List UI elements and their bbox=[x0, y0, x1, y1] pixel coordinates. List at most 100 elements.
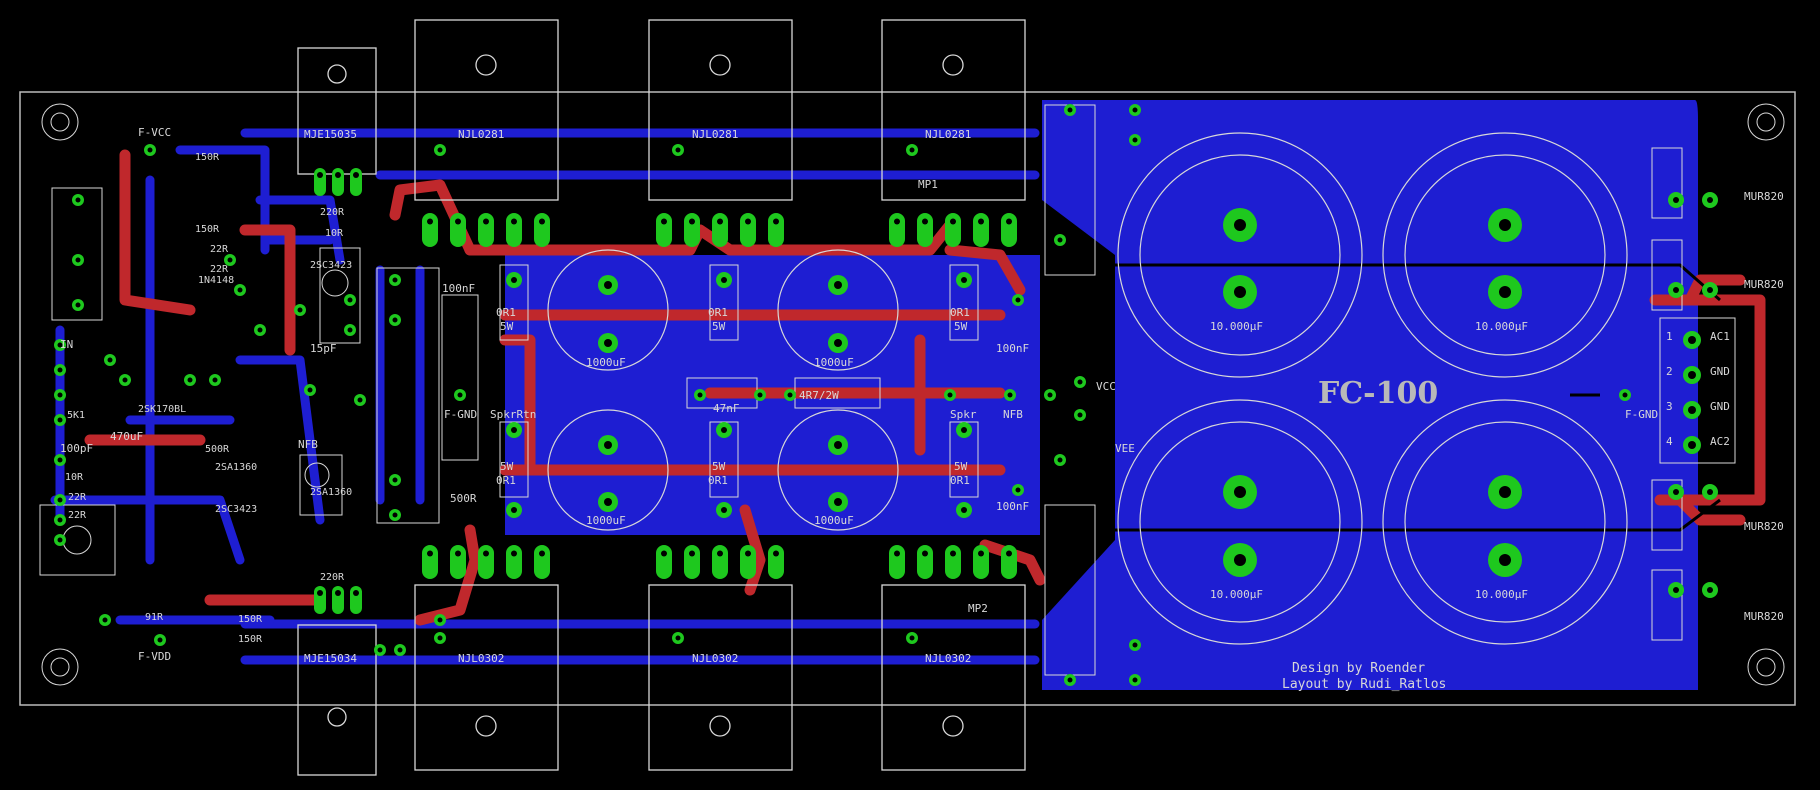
bottom-q2-label: NJL0302 bbox=[692, 652, 738, 665]
top-q2-pin-5-drill-hole bbox=[773, 218, 779, 225]
credit-layout: Layout by Rudi_Ratlos bbox=[1282, 677, 1446, 692]
small-pad-29-hole bbox=[392, 512, 398, 518]
conn-num-1: 1 bbox=[1666, 330, 1673, 343]
top-q3-pin-4-drill-hole bbox=[978, 218, 984, 225]
top-q2-pin-1 bbox=[656, 213, 672, 247]
small-pad-11-hole bbox=[57, 497, 63, 503]
top-q1-label: NJL0281 bbox=[458, 128, 504, 141]
r5k: 5K1 bbox=[67, 410, 85, 421]
small-pad-9-hole bbox=[57, 417, 63, 423]
bottom-q2-pin-3-drill-hole bbox=[717, 550, 723, 557]
small-pad-14-hole bbox=[107, 357, 113, 363]
filter-cap4-label: 10.000µF bbox=[1475, 588, 1528, 601]
small-pad-5-hole bbox=[102, 617, 108, 623]
conn-pad-1-hole bbox=[1688, 371, 1696, 379]
filter-cap-pad-1-hole bbox=[1234, 286, 1246, 298]
top-q1-pin-2 bbox=[450, 213, 466, 247]
small-pad-30-hole bbox=[377, 647, 383, 653]
label-vee-mid: VEE bbox=[1115, 442, 1135, 455]
label-vcc-mid: VCC bbox=[1096, 380, 1116, 393]
emitter-r4-value: 0R1 bbox=[496, 474, 516, 487]
rect-pad-1676-2-hole bbox=[1673, 489, 1679, 495]
bottom-q1-pin-1-drill-hole bbox=[427, 550, 433, 557]
out-cap1-label: 1000uF bbox=[586, 356, 626, 369]
out-cap3-label: 1000uF bbox=[586, 514, 626, 527]
label-100nf-a: 100nF bbox=[996, 342, 1029, 355]
bottom-q2-pin-5 bbox=[768, 545, 784, 579]
emitter-r5-value: 0R1 bbox=[708, 474, 728, 487]
r10a: 10R bbox=[325, 228, 344, 239]
top-q2-pin-2-drill-hole bbox=[689, 218, 695, 225]
small-pad-55-hole bbox=[909, 147, 915, 153]
label-470u: 470uF bbox=[110, 430, 143, 443]
small-pad-42-hole bbox=[1057, 457, 1063, 463]
emitter-r1-power: 5W bbox=[500, 320, 514, 333]
bottom-q1-pin-2-drill-hole bbox=[455, 550, 461, 557]
label-nfb: NFB bbox=[1003, 408, 1023, 421]
bottom-q3-pin-2 bbox=[917, 545, 933, 579]
top-q1-pin-2-drill-hole bbox=[455, 218, 461, 225]
bottom-q3-pin-5-drill-hole bbox=[1006, 550, 1012, 557]
rect-pad-1710-0-hole bbox=[1707, 197, 1713, 203]
top-q1-pin-3 bbox=[478, 213, 494, 247]
small-pad-10-hole bbox=[57, 457, 63, 463]
small-pad-48-hole bbox=[1047, 392, 1053, 398]
label-spkrrtn: SpkrRtn bbox=[490, 408, 536, 421]
emitter-pad-6-hole bbox=[511, 427, 517, 433]
top-q3-pin-3-drill-hole bbox=[950, 218, 956, 225]
rect2-label: MUR820 bbox=[1744, 278, 1784, 291]
label-in: IN bbox=[60, 338, 73, 351]
rect-pad-1676-3-hole bbox=[1673, 587, 1679, 593]
rect-pad-1710-3-hole bbox=[1707, 587, 1713, 593]
filter-cap-pad-3-hole bbox=[1499, 286, 1511, 298]
filter-cap-pad-2-hole bbox=[1499, 219, 1511, 231]
top-q3-label: NJL0281 bbox=[925, 128, 971, 141]
small-pad-57-hole bbox=[675, 635, 681, 641]
pads-layer bbox=[54, 104, 1718, 686]
r91: 91R bbox=[145, 612, 164, 623]
small-pad-41-hole bbox=[1057, 237, 1063, 243]
filter-cap1-label: 10.000µF bbox=[1210, 320, 1263, 333]
filter-cap3-label: 10.000µF bbox=[1210, 588, 1263, 601]
top-q3-pin-5 bbox=[1001, 213, 1017, 247]
small-pad-36-hole bbox=[787, 392, 793, 398]
small-pad-52-hole bbox=[1132, 642, 1138, 648]
output-cap-outlines bbox=[547, 249, 899, 531]
rect4-label: MUR820 bbox=[1744, 520, 1784, 533]
emitter-r2-value: 0R1 bbox=[708, 306, 728, 319]
rect5-label: MUR820 bbox=[1744, 610, 1784, 623]
emitter-r3-value: 0R1 bbox=[950, 306, 970, 319]
r220b: 220R bbox=[320, 572, 345, 583]
emitter-pad-0-hole bbox=[511, 277, 517, 283]
conn-pad-2-hole bbox=[1688, 406, 1696, 414]
small-pad-4-hole bbox=[157, 637, 163, 643]
r22c: 22R bbox=[68, 492, 87, 503]
top-q2-pin-4 bbox=[740, 213, 756, 247]
mounting-holes bbox=[41, 103, 1785, 686]
label-15p: 15pF bbox=[310, 342, 337, 355]
conn-pad-3-hole bbox=[1688, 441, 1696, 449]
small-pad-32-hole bbox=[437, 617, 443, 623]
top-q2-pin-1-drill-hole bbox=[661, 218, 667, 225]
bottom-q3-pin-2-drill-hole bbox=[922, 550, 928, 557]
small-pad-27-hole bbox=[392, 317, 398, 323]
small-pad-51-hole bbox=[1132, 137, 1138, 143]
conn-ac1: AC1 bbox=[1710, 330, 1730, 343]
bottom-q1-pin-2 bbox=[450, 545, 466, 579]
r150d: 150R bbox=[238, 634, 263, 645]
emitter-pad-8-hole bbox=[961, 427, 967, 433]
driver-bottom-pin-3-drill-hole bbox=[353, 590, 359, 596]
label-mp1: MP1 bbox=[918, 178, 938, 191]
small-pad-31-hole bbox=[397, 647, 403, 653]
small-pad-8-hole bbox=[57, 392, 63, 398]
top-q3-pin-3 bbox=[945, 213, 961, 247]
out-cap-pad-5-hole bbox=[604, 498, 612, 506]
small-pad-38-hole bbox=[1007, 392, 1013, 398]
small-pad-53-hole bbox=[437, 147, 443, 153]
filter-cap-pad-0-hole bbox=[1234, 219, 1246, 231]
bottom-q1-pin-5-drill-hole bbox=[539, 550, 545, 557]
board-title: FC-100 bbox=[1318, 376, 1438, 411]
label-mp2: MP2 bbox=[968, 602, 988, 615]
out-cap-pad-0-hole bbox=[604, 281, 612, 289]
bottom-q1-pin-3 bbox=[478, 545, 494, 579]
